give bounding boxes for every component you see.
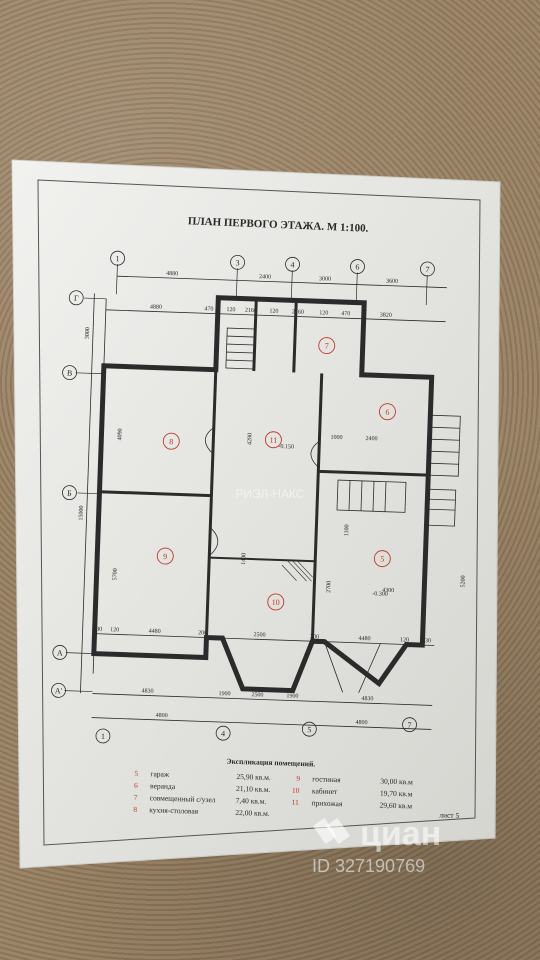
dimension-labels: 4880 2400 3000 3600 4880 470 120 2160 12… bbox=[78, 271, 466, 726]
room-mark-7: 7 bbox=[325, 341, 329, 350]
dim-inner-f: 1100 bbox=[344, 524, 350, 536]
dim-top-1-b: 2400 bbox=[259, 274, 271, 280]
room-mark-9: 9 bbox=[163, 552, 167, 561]
dim-top-2-c: 120 bbox=[226, 307, 235, 313]
room-7-name: совмещенный с/узел bbox=[150, 793, 216, 804]
dim-bottom-a: 430 bbox=[93, 627, 102, 633]
dim-left-c: 5700 bbox=[112, 568, 118, 580]
dim-inner-a: 2400 bbox=[365, 436, 377, 442]
axis-labels: 1 3 4 6 7 Г В Б А А' 1 4 5 7 bbox=[55, 254, 430, 741]
dim-bottom-e: 2500 bbox=[253, 632, 265, 638]
axis-left-a: А bbox=[57, 648, 63, 657]
dim-inner-d: 2700 bbox=[326, 581, 332, 593]
axis-bottom-5: 5 bbox=[307, 725, 311, 734]
room-9-num: 9 bbox=[296, 774, 300, 783]
paper-sheet bbox=[11, 159, 501, 869]
dim-top-2-b: 470 bbox=[204, 306, 213, 312]
room-11-name: прихожая bbox=[311, 798, 343, 808]
room-6-name: веранда bbox=[150, 781, 176, 791]
level-mark-a: -0.150 bbox=[278, 444, 294, 451]
dim-bottom-i: 430 bbox=[422, 638, 431, 644]
axis-top-6: 6 bbox=[355, 263, 359, 272]
room-5-num: 5 bbox=[134, 769, 138, 778]
room-11-num: 11 bbox=[291, 798, 299, 807]
axis-bottom-4: 4 bbox=[221, 729, 225, 738]
room-10-num: 10 bbox=[292, 786, 300, 795]
room-10-name: кабинет bbox=[312, 786, 338, 796]
dim-top-1-d: 3600 bbox=[386, 279, 398, 285]
room-7-num: 7 bbox=[134, 793, 138, 802]
watermark-id: ID 327190769 bbox=[312, 856, 425, 876]
dim-top-1-a: 4880 bbox=[166, 271, 178, 277]
explication-title: Экспликация помещений. bbox=[226, 757, 315, 769]
dim-inner-g: 4300 bbox=[382, 588, 394, 594]
dim-bottom-g: 4480 bbox=[358, 636, 370, 642]
room-mark-11: 11 bbox=[269, 436, 277, 445]
room-8-name: кухня-столовая bbox=[149, 805, 199, 816]
dim-bottom-h: 120 bbox=[400, 637, 409, 643]
room-explication: Экспликация помещений. 5 гараж 25,90 кв.… bbox=[133, 757, 460, 820]
room-6-num: 6 bbox=[134, 781, 138, 790]
dim-bottom2-a: 4830 bbox=[141, 688, 153, 694]
room-9-name: гостиная bbox=[312, 774, 341, 784]
dim-inner-e: 1400 bbox=[241, 553, 247, 565]
room-mark-8: 8 bbox=[169, 437, 173, 446]
dim-bottom2-e: 4830 bbox=[361, 696, 373, 702]
dim-inner-c: 4280 bbox=[247, 433, 253, 445]
room-7-area: 7,40 кв.м. bbox=[236, 796, 267, 806]
dim-bottom2-d: 1900 bbox=[286, 693, 298, 699]
axis-top-7: 7 bbox=[425, 265, 429, 274]
dim-bottom-c: 4480 bbox=[149, 629, 161, 635]
dim-left-d: 15000 bbox=[78, 506, 85, 521]
room-mark-10: 10 bbox=[272, 598, 280, 607]
room-marks: 8 11 6 9 10 5 7 bbox=[156, 337, 396, 611]
dim-inner-b: 1000 bbox=[330, 435, 342, 441]
room-10-area: 19,70 кв.м bbox=[380, 788, 413, 798]
watermarks: РИЭЛ-НАКС циан ID 327190769 bbox=[236, 487, 442, 876]
dim-bottom3-b: 4800 bbox=[355, 720, 367, 726]
dim-bottom2-c: 2500 bbox=[251, 692, 263, 698]
axis-top-1: 1 bbox=[115, 254, 119, 263]
axis-top-3: 3 bbox=[235, 258, 239, 267]
axis-left-v: В bbox=[67, 369, 73, 378]
dim-top-2-a: 4880 bbox=[150, 304, 162, 310]
floor-plan-drawing bbox=[51, 250, 461, 744]
room-mark-6: 6 bbox=[385, 408, 389, 417]
room-8-area: 22,00 кв.м. bbox=[235, 808, 270, 818]
room-5-area: 25,90 кв.м. bbox=[236, 772, 271, 782]
room-mark-5: 5 bbox=[380, 555, 384, 564]
axis-left-a-prime: А' bbox=[55, 686, 63, 695]
watermark-brand: циан bbox=[360, 815, 441, 853]
dim-bottom3-a: 4800 bbox=[156, 713, 168, 719]
dim-top-2-h: 470 bbox=[341, 311, 350, 317]
dim-top-2-e: 120 bbox=[269, 309, 278, 315]
cian-logo-icon bbox=[313, 818, 350, 844]
dim-top-2-f: 2160 bbox=[292, 309, 304, 315]
dim-top-2-d: 2160 bbox=[245, 308, 257, 314]
room-8-num: 8 bbox=[133, 805, 137, 814]
sheet-number: лист 5 bbox=[439, 810, 460, 820]
dim-top-2-g: 120 bbox=[319, 310, 328, 316]
axis-bottom-7: 7 bbox=[407, 721, 411, 730]
axis-bottom-1: 1 bbox=[101, 732, 105, 741]
dim-bottom-d: 200 bbox=[198, 630, 207, 636]
dim-bottom-f: 200 bbox=[310, 634, 319, 640]
axis-top-4: 4 bbox=[290, 260, 294, 269]
dim-left-a: 3000 bbox=[85, 327, 91, 339]
room-5-name: гараж bbox=[150, 769, 170, 779]
dim-left-b: 4090 bbox=[117, 428, 123, 440]
dim-right-a: 5200 bbox=[460, 575, 466, 587]
room-11-area: 29,60 кв.м bbox=[379, 800, 412, 810]
room-6-area: 21,10 кв.м. bbox=[236, 784, 271, 794]
dim-bottom2-b: 1900 bbox=[218, 691, 230, 697]
axis-left-b: Б bbox=[67, 489, 72, 498]
watermark-center: РИЭЛ-НАКС bbox=[236, 487, 305, 501]
room-9-area: 30,00 кв.м bbox=[380, 776, 413, 786]
axis-left-g: Г bbox=[74, 294, 79, 303]
level-mark-b: -0.300 bbox=[372, 591, 388, 598]
dim-top-1-c: 3000 bbox=[319, 276, 331, 282]
dim-bottom-b: 120 bbox=[110, 627, 119, 633]
dim-top-2-i: 3820 bbox=[380, 312, 392, 318]
